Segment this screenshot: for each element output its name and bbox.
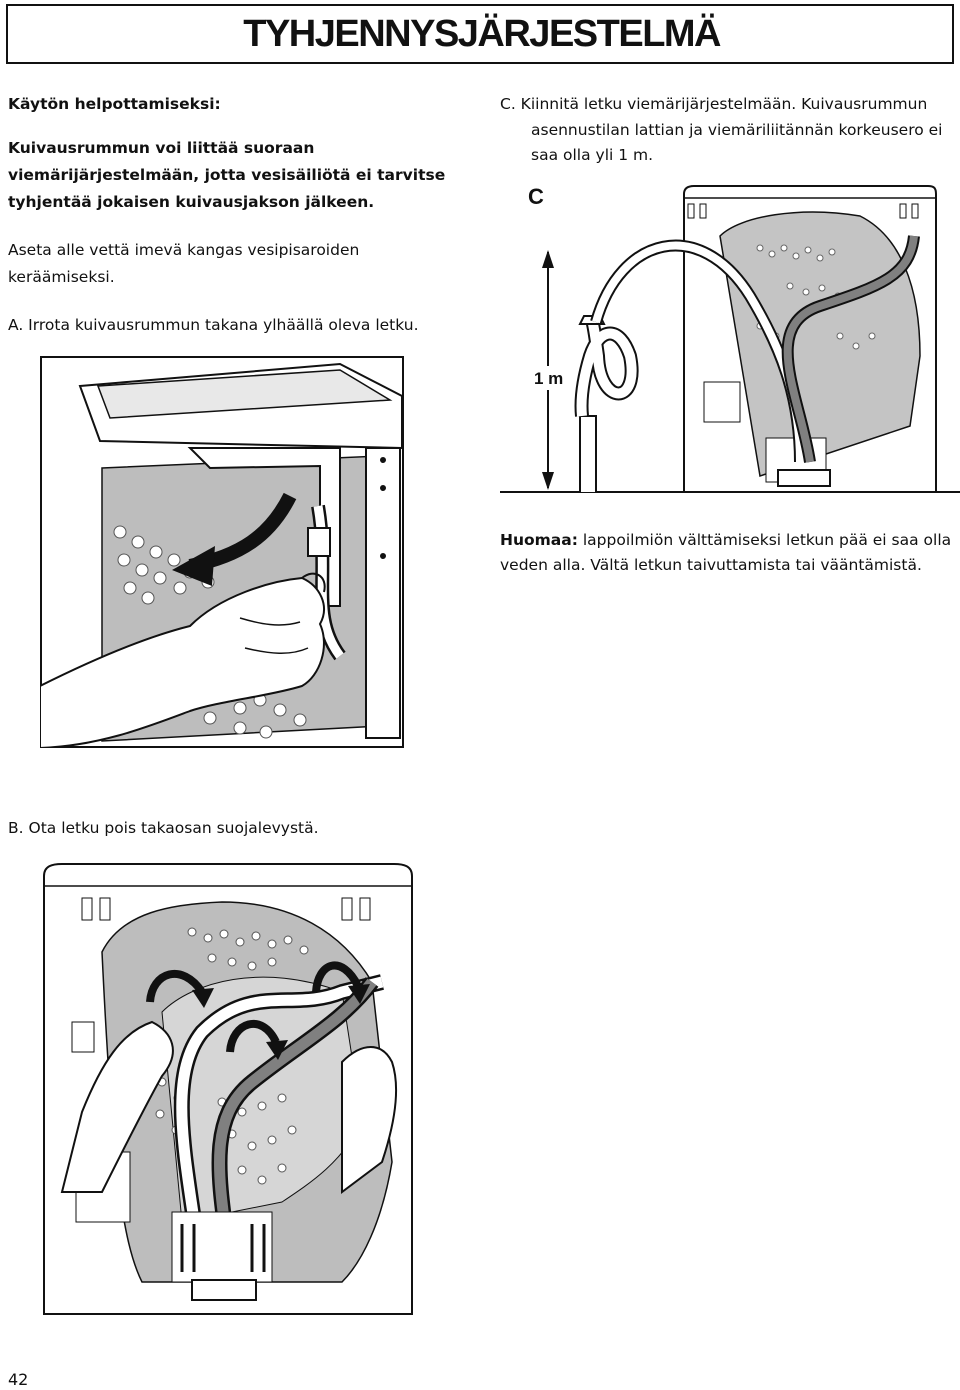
intro-line-3: tyhjentää jokaisen kuivausjakson jälkeen… (8, 193, 375, 211)
height-label: 1 m (534, 369, 563, 388)
intro-line-2: viemärijärjestelmään, jotta vesisäiliötä… (8, 166, 446, 184)
cloth-line-2: keräämiseksi. (8, 268, 115, 286)
step-a-text: A. Irrota kuivausrummun takana ylhäällä … (8, 316, 419, 334)
intro-heading: Käytön helpottamiseksi: (8, 95, 221, 113)
figure-a-detach-hose (40, 356, 404, 748)
figure-b-remove-hose (43, 863, 413, 1315)
figure-c-label: C (528, 184, 544, 209)
note-line-1-text: lappoilmiön välttämiseksi letkun pää ei … (577, 531, 952, 549)
step-b-text: B. Ota letku pois takaosan suojalevystä. (8, 819, 319, 837)
title-banner: TYHJENNYSJÄRJESTELMÄ (6, 4, 954, 64)
note-line-1: Huomaa: lappoilmiön välttämiseksi letkun… (500, 528, 951, 553)
step-c-line-3: saa olla yli 1 m. (531, 146, 654, 164)
figure-c-drain-connection: C 1 m (500, 184, 960, 493)
note-line-2: veden alla. Vältä letkun taivuttamista t… (500, 556, 922, 574)
cloth-line-1: Aseta alle vettä imevä kangas vesipisaro… (8, 241, 360, 259)
step-c-line-1: C. Kiinnitä letku viemärijärjestelmään. … (500, 95, 928, 113)
page-title: TYHJENNYSJÄRJESTELMÄ (243, 13, 721, 55)
step-c-line-2: asennustilan lattian ja viemäriliitännän… (531, 121, 943, 139)
note-label: Huomaa: (500, 531, 578, 549)
intro-line-1: Kuivausrummun voi liittää suoraan (8, 139, 315, 157)
page-number: 42 (8, 1370, 29, 1389)
